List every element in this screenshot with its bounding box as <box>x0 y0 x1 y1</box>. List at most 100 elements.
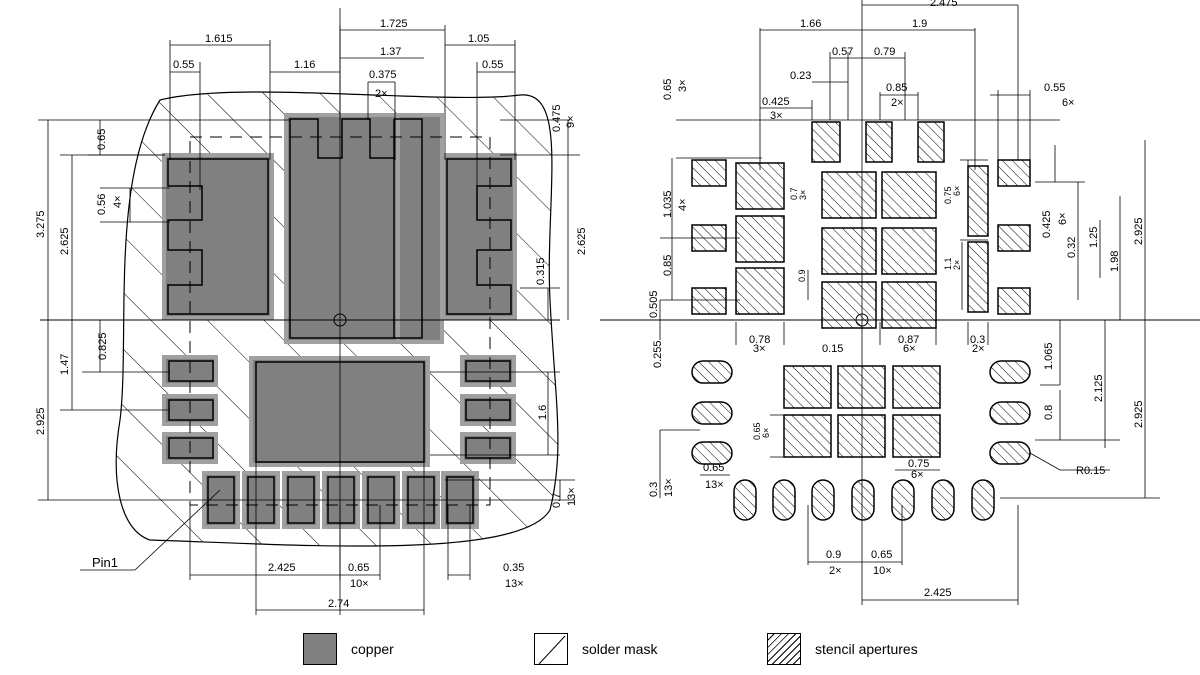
stencil-aperture <box>892 414 941 458</box>
stencil-aperture <box>837 414 886 458</box>
pin1-label: Pin1 <box>92 555 118 570</box>
right-view: 2.475 1.66 1.9 0.57 0.79 0.23 0.85 2× 0.… <box>600 0 1200 605</box>
stencil-aperture <box>837 365 886 409</box>
dim-label: 2.425 <box>268 562 296 574</box>
dim-label: 6× <box>761 428 771 438</box>
dim-label: 2.925 <box>1133 217 1145 245</box>
dim-label: 0.3 <box>970 334 985 346</box>
stencil-apertures <box>691 121 1031 521</box>
dim-label: 0.65 <box>871 549 892 561</box>
stencil-oval <box>989 441 1031 465</box>
stencil-oval <box>733 479 757 521</box>
stencil-oval <box>851 479 875 521</box>
dim-label: 2.625 <box>576 227 588 255</box>
dim-label: 0.56 <box>96 194 108 215</box>
dim-label: 2× <box>972 343 985 355</box>
dim-label: 13× <box>663 478 675 497</box>
dim-label: 1.065 <box>1043 342 1055 370</box>
dim-label: 0.425 <box>762 96 790 108</box>
dim-label: 0.65 <box>96 129 108 150</box>
dim-label: 6× <box>1057 212 1069 225</box>
stencil-aperture <box>892 365 941 409</box>
pad-upper-right <box>441 153 517 320</box>
dim-label: 1.725 <box>380 18 408 30</box>
dim-label: 0.75 <box>908 458 929 470</box>
stencil-aperture <box>881 227 937 275</box>
dim-label: 0.475 <box>551 104 563 132</box>
dim-label: 1.1 <box>943 257 953 270</box>
dim-label: 0.23 <box>790 70 811 82</box>
dim-label: 2.925 <box>1133 400 1145 428</box>
dim-label: 0.85 <box>886 82 907 94</box>
dim-label: 2× <box>952 260 962 270</box>
stencil-aperture <box>997 287 1031 315</box>
dim-label: 0.505 <box>648 290 660 318</box>
stencil-oval <box>811 479 835 521</box>
stencil-aperture <box>783 365 832 409</box>
stencil-aperture <box>821 227 877 275</box>
legend-solder-mask-label: solder mask <box>582 641 658 657</box>
dim-label: 3× <box>798 190 808 200</box>
dim-label: 2× <box>829 565 842 577</box>
dim-label: 1.25 <box>1088 227 1100 248</box>
dim-label: 2.425 <box>924 587 952 599</box>
dim-label: 0.15 <box>822 343 843 355</box>
dim-label: 1.9 <box>912 18 927 30</box>
dim-label: 0.315 <box>535 257 547 285</box>
stencil-oval <box>989 360 1031 384</box>
stencil-aperture <box>735 267 785 315</box>
copper-swatch <box>303 633 337 665</box>
dim-label: 6× <box>952 186 962 196</box>
dim-label: 0.65 <box>348 562 369 574</box>
dim-label: 3× <box>753 343 766 355</box>
dim-label: 6× <box>903 343 916 355</box>
dim-label: 0.87 <box>898 334 919 346</box>
stencil-aperture <box>735 162 785 210</box>
stencil-aperture <box>967 241 989 313</box>
stencil-aperture <box>821 281 877 329</box>
dim-label: 2.74 <box>328 598 349 610</box>
stencil-aperture <box>691 287 727 315</box>
pad-upper-left <box>162 153 274 320</box>
dim-label: 6× <box>1062 97 1075 109</box>
dim-label: 0.55 <box>173 59 194 71</box>
dim-label: 0.32 <box>1066 237 1078 258</box>
dim-label: 0.9 <box>797 269 807 282</box>
dim-label: 6× <box>911 469 924 481</box>
stencil-aperture <box>881 281 937 329</box>
dim-label: 0.85 <box>662 255 674 276</box>
dim-label: 2.475 <box>930 0 958 9</box>
dim-label: 1.66 <box>800 18 821 30</box>
stencil-aperture <box>821 171 877 219</box>
dim-label: 0.65 <box>703 462 724 474</box>
dim-label: 0.65 <box>662 79 674 100</box>
legend-copper: copper <box>303 632 394 666</box>
dim-label: 0.55 <box>1044 82 1065 94</box>
dim-label: 0.79 <box>874 46 895 58</box>
stencil-oval <box>691 360 733 384</box>
dim-label: 0.75 <box>943 186 953 204</box>
stencil-aperture <box>811 121 841 163</box>
dim-label: 2.925 <box>35 407 47 435</box>
dim-label: 1.47 <box>59 354 71 375</box>
dim-label: 0.425 <box>1041 210 1053 238</box>
stencil-oval <box>931 479 955 521</box>
legend-stencil-label: stencil apertures <box>815 641 918 657</box>
stencil-aperture <box>997 159 1031 187</box>
dim-label: 1.98 <box>1109 251 1121 272</box>
stencil-swatch <box>767 633 801 665</box>
dim-label: 2.625 <box>59 227 71 255</box>
legend-stencil: stencil apertures <box>767 632 918 666</box>
dim-label: R0.15 <box>1076 465 1105 477</box>
solder-mask-swatch <box>534 633 568 665</box>
stencil-aperture <box>783 414 832 458</box>
dim-label: 0.57 <box>832 46 853 58</box>
dim-label: 0.255 <box>652 340 664 368</box>
stencil-oval <box>891 479 915 521</box>
dim-label: 0.7 <box>551 493 563 508</box>
dim-label: 1.37 <box>380 46 401 58</box>
stencil-oval <box>691 441 733 465</box>
pad-lower-big <box>249 356 430 467</box>
dim-label: 0.78 <box>749 334 770 346</box>
stencil-oval <box>989 401 1031 425</box>
